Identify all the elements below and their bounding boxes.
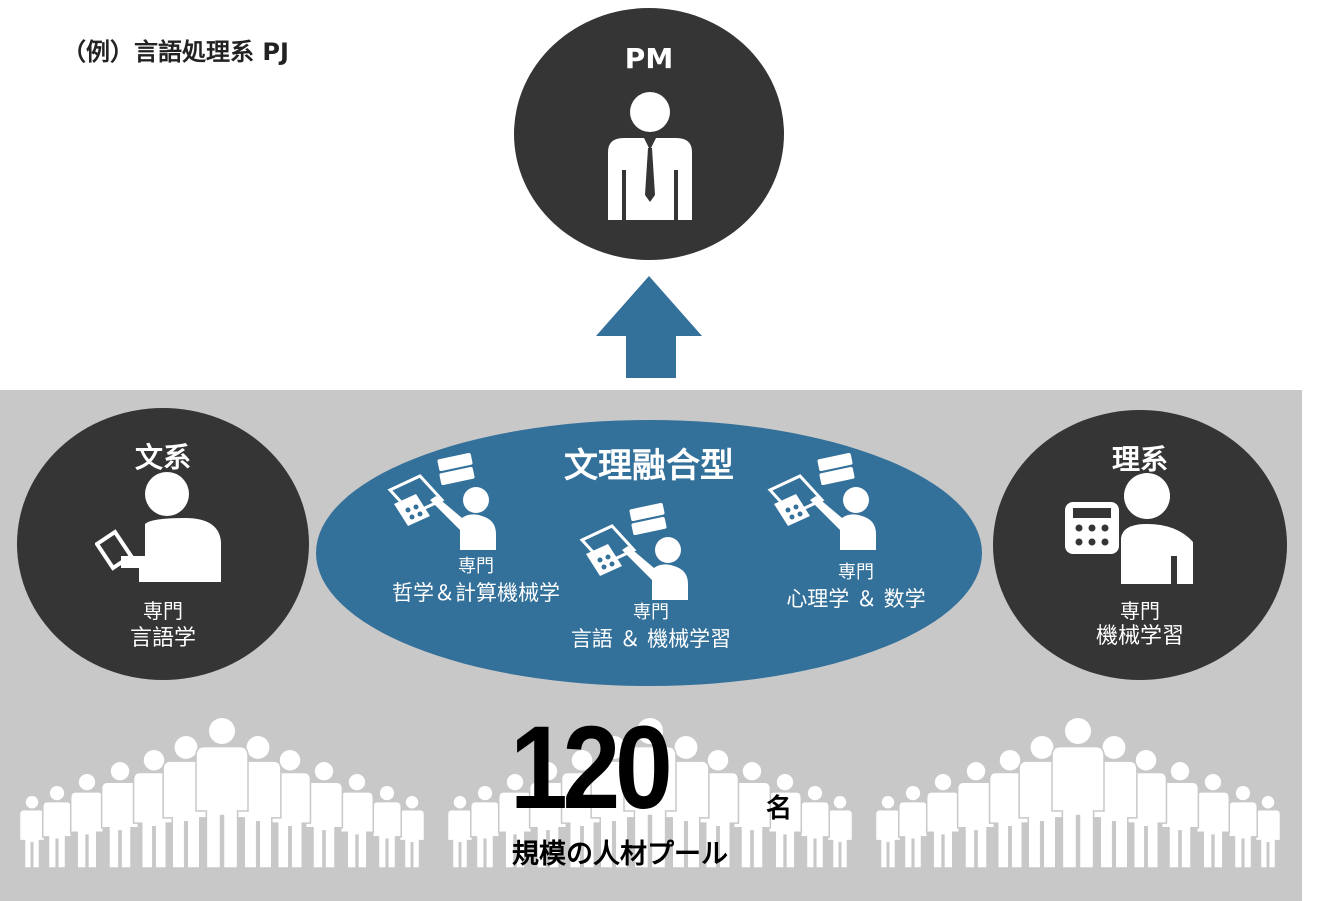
pool-count-unit: 名 [766,794,793,824]
person-figure [528,762,568,869]
crowd-icon [18,718,1282,869]
person-figure [898,786,928,869]
person-figure [956,762,996,869]
humanities-spec-value: 言語学 [129,626,196,651]
person-figure [18,796,46,869]
researcher-icon [579,502,688,600]
fusion-member-2-value: 言語 ＆ 機械学習 [570,627,732,651]
science-title: 理系 [1111,443,1168,476]
fusion-ellipse: 文理融合型 専門 哲学＆計算機械学 専門 言語 ＆ 機械学習 専門 [316,420,982,686]
calculator-person-icon [1065,473,1193,584]
fusion-member-2-label: 専門 [633,602,669,623]
humanities-spec-label: 専門 [143,599,183,623]
reading-person-icon [95,472,221,582]
science-spec-value: 機械学習 [1095,624,1184,649]
person-figure [195,718,249,869]
person-figure [304,762,344,869]
science-circle: 理系 専門 機械学習 [993,410,1287,680]
pm-title: PM [624,42,674,75]
person-figure [69,774,105,869]
pm-circle: PM [514,8,784,260]
person-figure [1254,796,1282,869]
fusion-member-1: 専門 哲学＆計算機械学 [356,554,596,606]
person-figure [446,796,474,869]
person-figure [42,786,72,869]
fusion-member-3-label: 専門 [838,562,874,583]
person-figure [767,774,803,869]
fusion-member-3-value: 心理学 ＆ 数学 [786,587,926,611]
person-figure [874,796,902,869]
person-figure [1195,774,1231,869]
person-figure [800,786,830,869]
person-figure [1228,786,1258,869]
fusion-member-3: 専門 心理学 ＆ 数学 [736,560,976,612]
person-figure [372,786,402,869]
person-figure [623,718,677,869]
humanities-title: 文系 [134,441,191,474]
example-label: （例）言語処理系 PJ [62,38,289,66]
person-figure [497,774,533,869]
person-figure [470,786,500,869]
person-figure [398,796,426,869]
pool-count: 120 [510,702,673,834]
person-figure [1051,718,1105,869]
pool-label: 規模の人材プール [512,839,728,870]
person-figure [100,762,140,869]
up-arrow-icon [596,276,702,378]
person-figure [826,796,854,869]
fusion-member-2: 専門 言語 ＆ 機械学習 [531,600,771,652]
person-figure [732,762,772,869]
fusion-member-1-value: 哲学＆計算機械学 [392,581,560,605]
humanities-circle: 文系 専門 言語学 [17,408,309,680]
person-figure [925,774,961,869]
science-spec-label: 専門 [1120,599,1160,623]
fusion-title: 文理融合型 [564,446,734,486]
researcher-icon [387,452,496,550]
person-figure [339,774,375,869]
researcher-icon [767,452,876,550]
fusion-member-1-label: 専門 [458,556,494,577]
businessman-icon [608,92,692,220]
